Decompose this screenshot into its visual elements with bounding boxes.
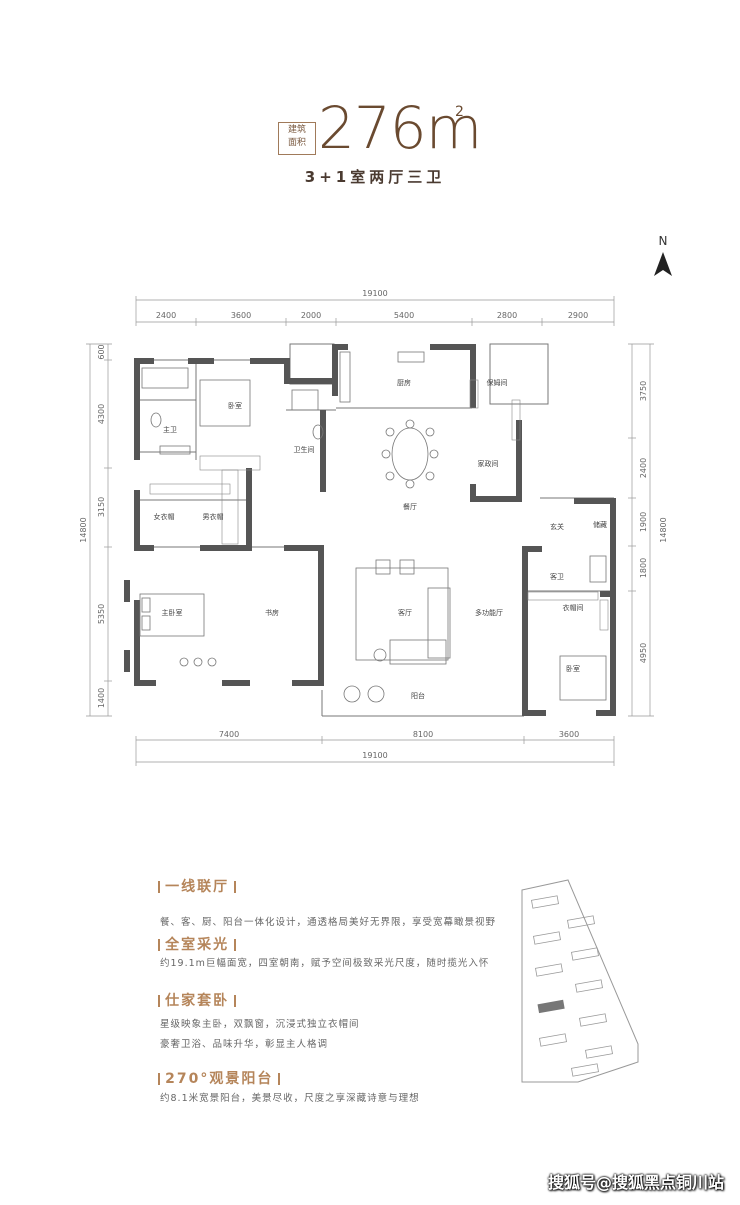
room-women-closet: 女衣帽 xyxy=(154,512,175,521)
interior-lines xyxy=(136,343,614,717)
dimension-labels: 19100 2400 3600 2000 5400 2800 2900 7400… xyxy=(156,289,588,760)
dim-bottom-2: 8100 xyxy=(413,730,433,739)
highlight-title: 仕家套卧 xyxy=(165,993,230,1009)
dim-right-1: 3750 xyxy=(639,381,648,401)
tag-line-1: 建筑 xyxy=(287,125,306,135)
dim-left-2: 4300 xyxy=(97,404,106,424)
highlight-desc: 约19.1m巨幅面宽，四室朝南，赋予空间极致采光尺度，随时揽光入怀 xyxy=(160,958,490,969)
highlight-1: 一线联厅 xyxy=(158,876,237,896)
room-kitchen: 厨房 xyxy=(397,378,411,387)
dim-bottom-total: 19100 xyxy=(362,751,387,760)
dim-top-4: 5400 xyxy=(394,311,414,320)
north-arrow-icon xyxy=(654,252,672,276)
highlight-desc: 豪奢卫浴、品味升华，彰显主人格调 xyxy=(160,1039,329,1050)
room-bathroom: 卫生间 xyxy=(294,445,315,454)
dim-bottom-3: 3600 xyxy=(559,730,579,739)
room-labels: 卧室 主卫 卫生间 厨房 保姆间 家政间 餐厅 女衣帽 男衣帽 玄关 储藏 客卫… xyxy=(154,378,608,700)
accent-bar xyxy=(278,1072,281,1085)
bed-icons xyxy=(139,379,607,701)
area-value: 276m xyxy=(318,94,482,162)
dim-right-4: 1800 xyxy=(639,558,648,578)
compass-label: N xyxy=(659,234,668,248)
dim-right-total: 14800 xyxy=(659,517,668,542)
dim-left-4: 5350 xyxy=(97,604,106,624)
dim-right-5: 4950 xyxy=(639,643,648,663)
structural-walls xyxy=(124,344,616,716)
dim-left-total: 14800 xyxy=(79,517,88,542)
area-unit-superscript: 2 xyxy=(455,104,464,120)
dim-left-3: 3150 xyxy=(97,497,106,517)
bathroom-fixtures xyxy=(141,351,607,583)
highlight-title: 270°观景阳台 xyxy=(165,1071,274,1087)
highlight-2: 全室采光 xyxy=(158,934,237,954)
dim-top-1: 2400 xyxy=(156,311,176,320)
room-study: 书房 xyxy=(265,608,279,617)
room-bedroom-right: 卧室 xyxy=(566,664,580,673)
floor-plan: 19100 2400 3600 2000 5400 2800 2900 7400… xyxy=(79,289,668,766)
room-guest-bath: 客卫 xyxy=(550,572,564,581)
dim-top-total: 19100 xyxy=(362,289,387,298)
area-label-tag: 建筑 面积 xyxy=(278,122,316,155)
highlight-desc: 星级映象主卧，双飘窗，沉浸式独立衣帽间 xyxy=(160,1019,360,1030)
highlight-desc: 餐、客、厨、阳台一体化设计，通透格局美好无界限，享受宽幕瞰景视野 xyxy=(160,917,497,928)
dining-table-icon xyxy=(381,419,439,489)
watermark-text: 搜狐号@搜狐黑点铜川站 xyxy=(547,1173,724,1192)
highlight-desc: 约8.1米宽景阳台，美景尽收，尺度之享深藏诗意与理想 xyxy=(160,1093,420,1104)
room-storage: 储藏 xyxy=(593,520,607,529)
accent-bar xyxy=(234,938,237,951)
layout-subtitle: 3+1室两厅三卫 xyxy=(304,168,446,186)
accent-bar xyxy=(234,880,237,893)
site-key-plan xyxy=(521,879,639,1083)
room-closet: 衣帽间 xyxy=(563,603,584,612)
highlight-3: 仕家套卧 xyxy=(158,990,237,1010)
closet-hatching xyxy=(149,379,609,631)
dim-top-5: 2800 xyxy=(497,311,517,320)
tag-line-2: 面积 xyxy=(287,138,306,148)
highlight-title: 全室采光 xyxy=(165,937,230,953)
dim-top-3: 2000 xyxy=(301,311,321,320)
accent-bar xyxy=(234,994,237,1007)
balcony-chairs-icon xyxy=(179,657,385,703)
dim-top-6: 2900 xyxy=(568,311,588,320)
dimension-lines xyxy=(86,296,654,766)
room-bedroom-top: 卧室 xyxy=(228,401,242,410)
living-room-furniture xyxy=(355,559,451,665)
dimension-labels-vertical: 600 4300 3150 5350 1400 14800 3750 2400 … xyxy=(79,344,668,708)
room-dining: 餐厅 xyxy=(403,502,417,511)
accent-bar xyxy=(158,1072,160,1085)
highlight-title: 一线联厅 xyxy=(165,879,230,895)
dim-right-2: 2400 xyxy=(639,458,648,478)
dim-right-3: 1900 xyxy=(639,512,648,532)
accent-bar xyxy=(158,938,160,951)
dim-top-2: 3600 xyxy=(231,311,251,320)
highlighted-building xyxy=(537,999,565,1014)
room-main-bath: 主卫 xyxy=(163,425,177,434)
accent-bar xyxy=(158,994,160,1007)
highlight-4: 270°观景阳台 xyxy=(158,1068,281,1088)
dim-left-5: 1400 xyxy=(97,688,106,708)
accent-bar xyxy=(158,880,160,893)
room-nanny: 保姆间 xyxy=(487,378,508,387)
room-family: 家政间 xyxy=(478,459,499,468)
room-multi-hall: 多功能厅 xyxy=(475,608,503,617)
dim-bottom-1: 7400 xyxy=(219,730,239,739)
north-compass-icon: N xyxy=(654,234,672,276)
room-balcony: 阳台 xyxy=(411,691,425,700)
room-entrance: 玄关 xyxy=(550,522,564,531)
dim-left-1: 600 xyxy=(97,344,106,359)
room-men-closet: 男衣帽 xyxy=(203,512,224,521)
room-master-bedroom: 主卧室 xyxy=(162,608,183,617)
room-living: 客厅 xyxy=(398,608,412,617)
